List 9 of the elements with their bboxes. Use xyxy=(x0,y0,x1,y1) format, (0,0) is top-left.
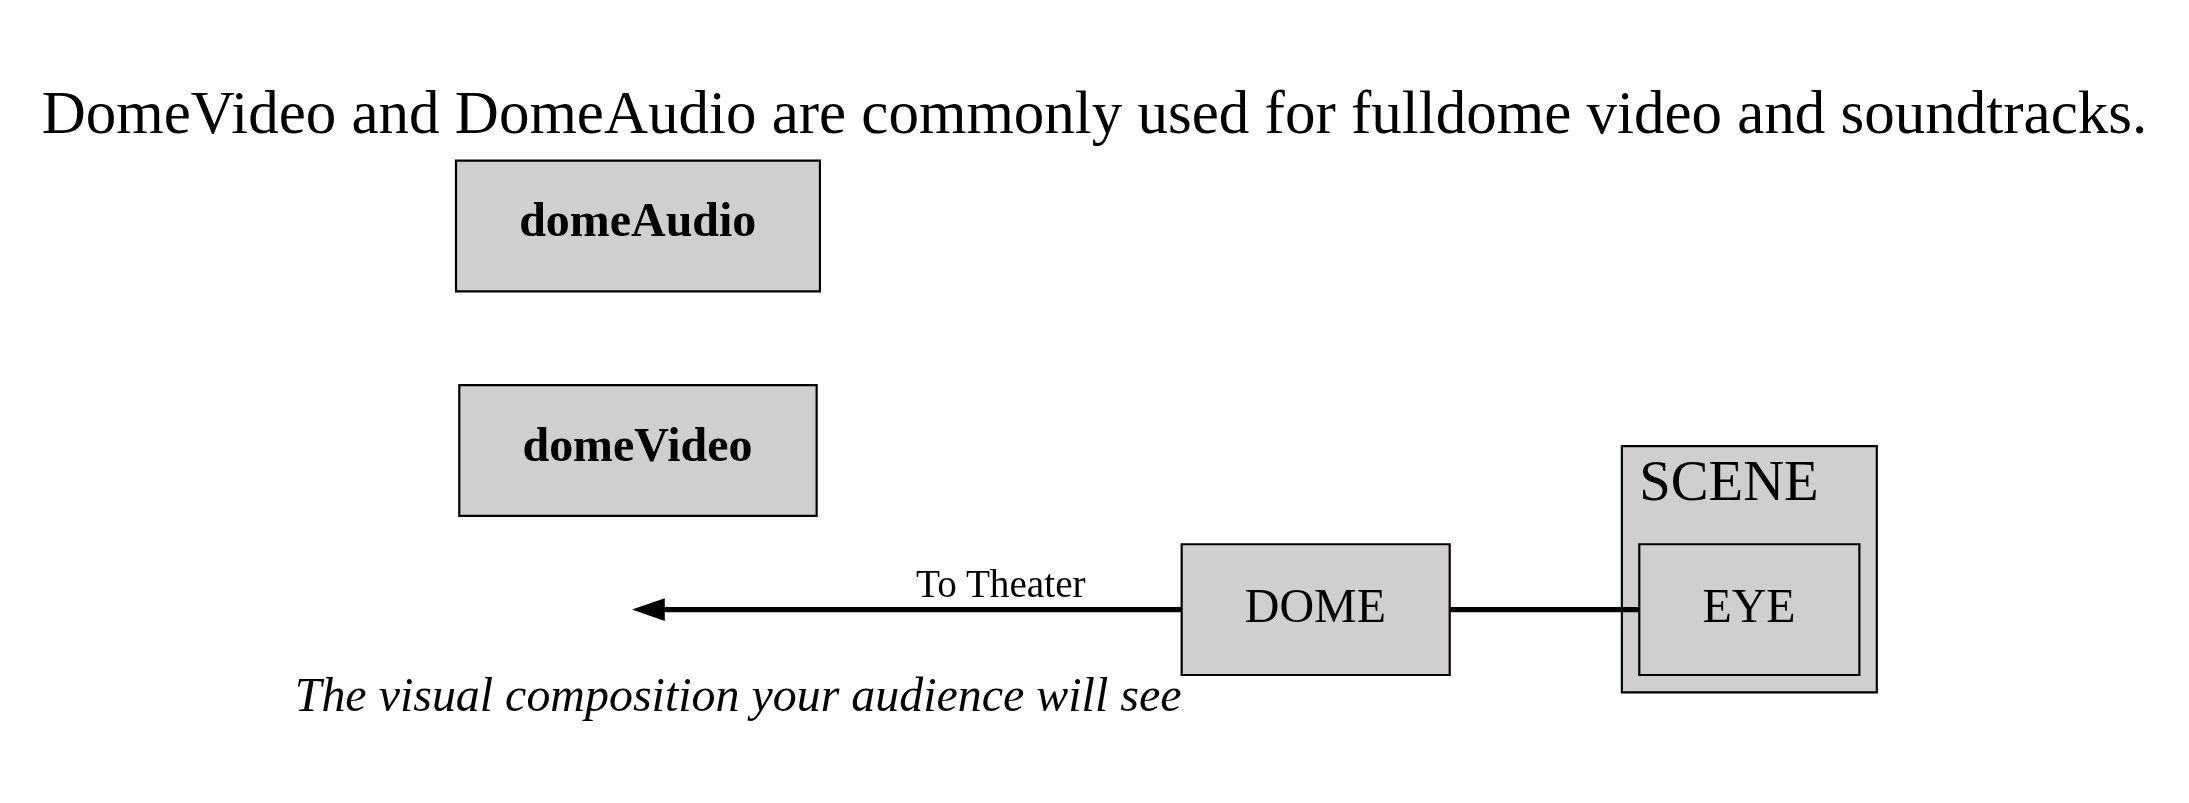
diagram-title: DomeVideo and DomeAudio are commonly used for fulldome video and soundtracks. xyxy=(41,79,2148,147)
node-box: domeAudio xyxy=(454,159,821,293)
arrow xyxy=(632,598,1182,622)
connector xyxy=(1450,606,1640,613)
node-box: DOME xyxy=(1180,543,1451,677)
node-box: EYE xyxy=(1638,543,1861,677)
edge-label: To Theater xyxy=(915,562,1086,606)
node-box: domeVideo xyxy=(458,384,818,517)
node-label: The visual composition your audience will see xyxy=(294,668,1182,722)
